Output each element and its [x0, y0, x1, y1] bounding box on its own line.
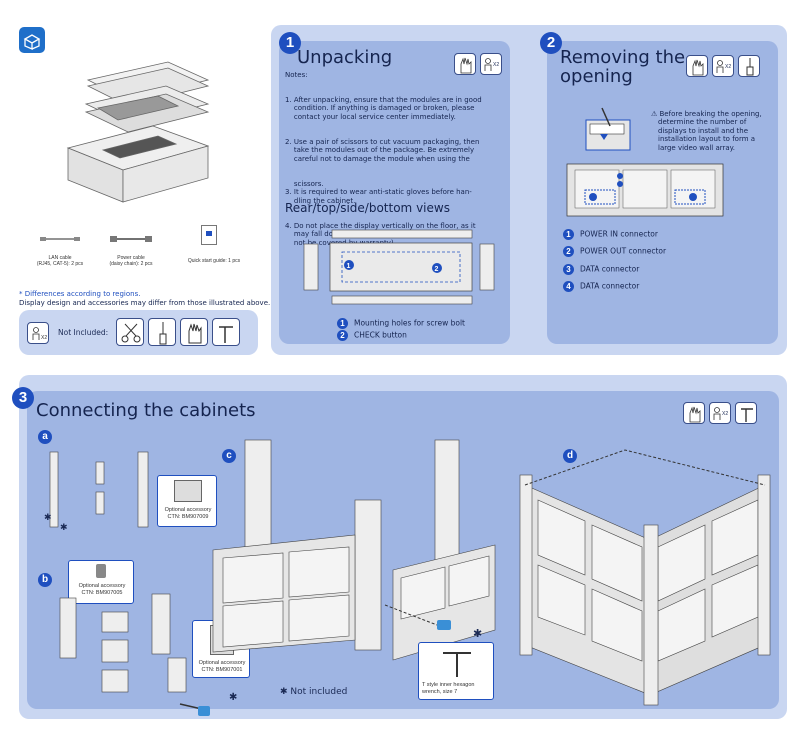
box-icon	[19, 27, 45, 53]
unpacking-notes-heading: Notes:	[285, 71, 308, 79]
asterisk-mark: ✱	[44, 512, 52, 522]
not-included-label: Not Included:	[58, 328, 109, 337]
power-cable-label: Power cable (daisy chain): 2 pcs	[109, 255, 153, 267]
cabinet-views-diagram: 1 2	[303, 229, 495, 305]
power-cable-icon	[110, 236, 152, 242]
step-number-2: 2	[540, 32, 562, 54]
lan-cable-label: LAN cable (RJ45, CAT-5): 2 pcs	[36, 255, 84, 267]
views-title: Rear/top/side/bottom views	[285, 201, 450, 215]
person-x2-icon: X2	[712, 55, 734, 77]
connecting-title: Connecting the cabinets	[36, 400, 256, 421]
glove-icon	[454, 53, 476, 75]
differences-text: Display design and accessories may diffe…	[19, 299, 271, 307]
asterisk-mark: ✱	[60, 522, 68, 532]
bracket-parts-diagram	[49, 451, 149, 528]
screwdriver-icon	[738, 55, 760, 77]
bracket-assembly-diagram	[59, 593, 187, 693]
glove-icon	[180, 318, 208, 346]
scissors-icon	[116, 318, 144, 346]
opening-warning: ⚠ Before breaking the opening,determine …	[651, 110, 762, 152]
callout-accessory-a: Optional accessory CTN: BM907009	[157, 475, 217, 527]
person-x2-icon: X2	[480, 53, 502, 75]
opening-closeup-diagram	[585, 107, 631, 151]
sub-step-d: d	[563, 449, 577, 463]
unpacking-title: Unpacking	[297, 47, 393, 68]
quick-start-guide-icon	[201, 225, 217, 245]
sub-step-c: c	[222, 449, 236, 463]
sub-step-b: b	[38, 573, 52, 587]
differences-title: * Differences according to regions.	[19, 290, 141, 298]
cabinet-connection-diagram	[212, 439, 496, 661]
svg-text:2: 2	[435, 266, 439, 273]
person-x2-icon: X2	[27, 322, 49, 344]
asterisk-mark: ✱	[473, 628, 483, 640]
video-wall-assembly-diagram	[519, 449, 771, 706]
callout-wrench: T style inner hexagon wrench, size 7	[418, 642, 494, 700]
opening-title-line1: Removing the	[560, 47, 686, 68]
svg-text:X2: X2	[41, 335, 47, 341]
not-included-panel: X2 Not Included:	[19, 310, 258, 355]
not-included-note: ✱ Not included	[280, 687, 348, 697]
cabinet-rear-diagram	[566, 163, 724, 217]
quick-start-label: Quick start guide: 1 pcs	[187, 258, 241, 264]
glove-icon	[683, 402, 705, 424]
svg-text:1: 1	[347, 263, 351, 270]
hex-wrench-icon	[735, 402, 757, 424]
opening-title-line2: opening	[560, 66, 633, 87]
person-x2-icon: X2	[709, 402, 731, 424]
step-number-1: 1	[279, 32, 301, 54]
packaging-illustration	[66, 61, 210, 203]
wrench-hand-icon	[179, 703, 210, 716]
asterisk-mark: ✱	[229, 692, 238, 703]
hex-wrench-icon	[212, 318, 240, 346]
section-unpacking	[279, 41, 510, 344]
lan-cable-icon	[40, 237, 80, 241]
step-number-3: 3	[12, 387, 34, 409]
sub-step-a: a	[38, 430, 52, 444]
screwdriver-icon	[148, 318, 176, 346]
callout-accessory-b: Optional accessory CTN: BM907005	[68, 560, 134, 604]
glove-icon	[686, 55, 708, 77]
